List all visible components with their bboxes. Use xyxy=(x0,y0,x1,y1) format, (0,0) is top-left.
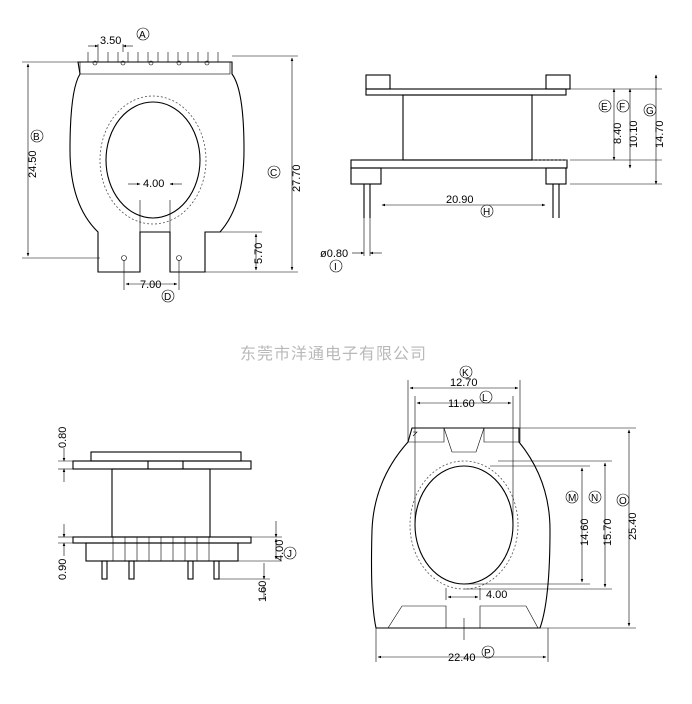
dim-p: 22.40 xyxy=(448,652,476,664)
dim-g: 14.70 xyxy=(654,120,666,148)
callout-a: A xyxy=(139,30,146,41)
dim-flange-bottom: 0.90 xyxy=(57,559,69,580)
callout-i: I xyxy=(334,262,337,273)
dim-a-pitch: 3.50 xyxy=(100,35,121,47)
callout-m: M xyxy=(568,493,576,504)
callout-l: L xyxy=(482,393,488,404)
dim-e: 8.40 xyxy=(612,123,624,144)
company-watermark: 东莞市洋通电子有限公司 xyxy=(240,344,427,363)
callout-b: B xyxy=(33,132,40,143)
callout-f: F xyxy=(619,102,625,113)
dim-hole-width: 4.00 xyxy=(143,178,164,190)
dim-pin-length: 1.60 xyxy=(257,581,269,602)
dim-o: 25.40 xyxy=(627,512,639,540)
side-view-top-right: 8.40 10.10 14.70 E F G 20.90 H ø0.80 I xyxy=(320,74,666,273)
callout-h: H xyxy=(483,207,490,218)
dim-m: 14.60 xyxy=(579,518,591,546)
callout-o: O xyxy=(619,496,627,507)
front-view-bottom-right: 12.70 K 11.60 L 14.60 15.70 25.40 M N O … xyxy=(370,365,639,664)
dim-pin-height: 5.70 xyxy=(253,243,265,264)
dim-pin-diameter: ø0.80 xyxy=(320,248,348,260)
callout-c: C xyxy=(270,168,277,179)
dim-n: 15.70 xyxy=(602,518,614,546)
dim-flange-top: 0.80 xyxy=(57,427,69,448)
dim-j-height: 4.00 xyxy=(274,540,286,561)
callout-g: G xyxy=(646,106,654,117)
dim-h: 20.90 xyxy=(446,194,474,206)
dim-b-height: 24.50 xyxy=(27,150,39,178)
dim-d-width: 7.00 xyxy=(140,279,161,291)
callout-d: D xyxy=(164,292,171,303)
callout-p: P xyxy=(484,648,491,659)
side-view-bottom-left: 0.80 0.90 4.00 J 1.60 xyxy=(57,427,297,602)
callout-e: E xyxy=(601,102,608,113)
dim-c-height: 27.70 xyxy=(291,164,303,192)
dim-slot: 4.00 xyxy=(486,589,507,601)
callout-j: J xyxy=(287,549,292,560)
dim-f: 10.10 xyxy=(628,120,640,148)
front-view-top-left: 3.50 A 24.50 B 27.70 C 4.00 5.70 7.00 D xyxy=(22,27,303,303)
callout-n: N xyxy=(591,493,598,504)
dim-l: 11.60 xyxy=(448,398,475,410)
callout-k: K xyxy=(462,368,469,379)
dim-k: 12.70 xyxy=(450,377,478,389)
